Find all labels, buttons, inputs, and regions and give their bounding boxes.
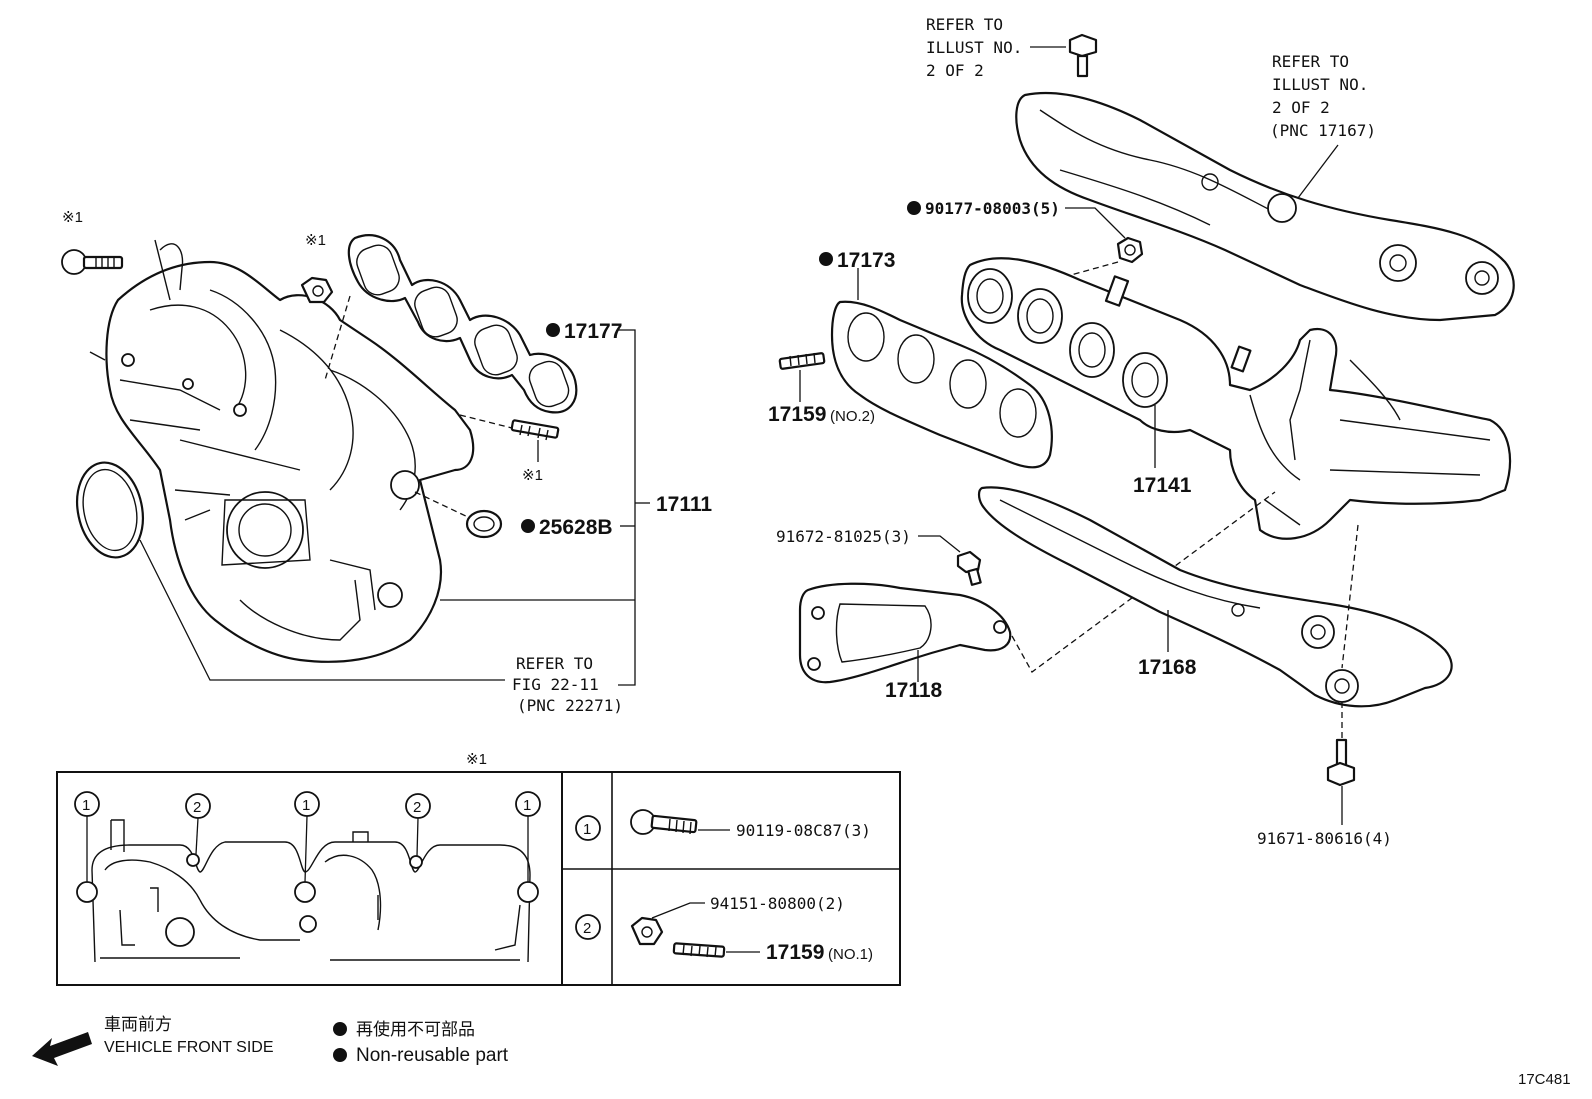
figure-id: 17C481 [1518, 1071, 1571, 1088]
egr-gasket-25628b [465, 509, 503, 539]
manifold-nut-icon [300, 276, 334, 304]
svg-text:2: 2 [193, 799, 201, 816]
flange-bolt-icon [630, 809, 698, 835]
ref-top-right-line1: REFER TO [1272, 52, 1349, 71]
detail-callout-1c: 1 [515, 791, 541, 882]
svg-text:1: 1 [82, 797, 90, 814]
svg-text:1: 1 [523, 797, 531, 814]
intake-manifold-17111 [89, 239, 475, 663]
detail-callout-1a: 1 [74, 791, 100, 882]
nonreuse-dot-25628b [521, 519, 535, 533]
manifold-bolt-icon [61, 249, 124, 275]
note-mark-nut: ※1 [305, 232, 326, 249]
label-17141: 17141 [1133, 474, 1192, 497]
nonreuse-dot-17173 [819, 252, 833, 266]
label-17159-no2-suffix: (NO.2) [830, 408, 875, 425]
label-17173: 17173 [837, 249, 895, 272]
legend-front-arrow: 車両前方 VEHICLE FRONT SIDE [32, 1015, 274, 1066]
ref-top-left-line2: ILLUST NO. [926, 38, 1022, 57]
detail-callout-1b: 1 [294, 791, 320, 883]
ref-top-right-line3: 2 OF 2 [1272, 98, 1330, 117]
nonreuse-dot-90177 [907, 201, 921, 215]
detail-callout-2b: 2 [405, 793, 431, 857]
detail-callout-2a: 2 [185, 793, 211, 855]
note-mark-stud: ※1 [522, 467, 543, 484]
lower-heat-insulator-17168 [977, 486, 1453, 708]
manifold-nut-90177-icon [1116, 236, 1144, 264]
label-90177: 90177-08003(5) [925, 199, 1060, 218]
insulator-bolt-91671-icon [1326, 738, 1356, 787]
exhaust-manifold-17141 [960, 257, 1512, 540]
label-17118: 17118 [885, 679, 943, 702]
throttle-body-gasket [76, 461, 144, 559]
ref-top-left-line3: 2 OF 2 [926, 61, 984, 80]
label-25628b: 25628B [539, 516, 613, 539]
svg-text:1: 1 [302, 797, 310, 814]
nonreuse-dot-17177 [546, 323, 560, 337]
ref-top-right-line2: ILLUST NO. [1272, 75, 1368, 94]
legend-nonreuse-en: Non-reusable part [356, 1045, 509, 1066]
label-17177: 17177 [564, 320, 622, 343]
label-17159-no1-suffix: (NO.1) [828, 946, 873, 963]
label-17159-no2: 17159 [768, 403, 826, 426]
intake-gasket-17177 [347, 234, 578, 414]
stay-bolt-91672-icon [956, 550, 982, 586]
svg-text:1: 1 [583, 821, 591, 838]
label-94151: 94151-80800(2) [710, 894, 845, 913]
label-91672: 91672-81025(3) [776, 527, 911, 546]
nonreuse-dot-icon-2 [333, 1048, 347, 1062]
exhaust-stud-icon [778, 352, 826, 370]
ref-top-right-line4: (PNC 17167) [1270, 121, 1376, 140]
upper-heat-insulator [1015, 91, 1515, 322]
flange-nut-icon [630, 916, 664, 946]
svg-text:2: 2 [583, 920, 591, 937]
nonreuse-dot-icon [333, 1022, 347, 1036]
label-17111: 17111 [656, 493, 712, 516]
label-17168: 17168 [1138, 656, 1197, 679]
label-91671: 91671-80616(4) [1257, 829, 1392, 848]
note-mark-bolt: ※1 [62, 209, 83, 226]
label-17159-no1: 17159 [766, 941, 824, 964]
ref-fig-line3: (PNC 22271) [517, 696, 623, 715]
ref-top-left-line1: REFER TO [926, 15, 1003, 34]
insulator-bolt-icon [1068, 33, 1098, 78]
detail-row-1: 1 90119-08C87(3) [575, 809, 871, 841]
flange-stud-icon [672, 942, 726, 958]
detail-title-mark: ※1 [466, 751, 487, 768]
legend-front-jp: 車両前方 [104, 1015, 172, 1034]
ref-fig-line1: REFER TO [516, 654, 593, 673]
legend-nonreuse: 再使用不可部品 Non-reusable part [333, 1019, 509, 1066]
label-90119: 90119-08C87(3) [736, 821, 871, 840]
exhaust-gasket-17173 [830, 300, 1053, 469]
manifold-stay-17118 [798, 582, 1012, 684]
svg-text:2: 2 [413, 799, 421, 816]
legend-front-en: VEHICLE FRONT SIDE [104, 1039, 274, 1056]
front-arrow-icon [32, 1032, 92, 1066]
detail-row-2: 2 94151-80800(2) 17159 (NO.1) [575, 894, 873, 964]
legend-nonreuse-jp: 再使用不可部品 [356, 1019, 475, 1039]
intake-stud-icon [510, 419, 560, 441]
ref-fig-line2: FIG 22-11 [512, 675, 599, 694]
